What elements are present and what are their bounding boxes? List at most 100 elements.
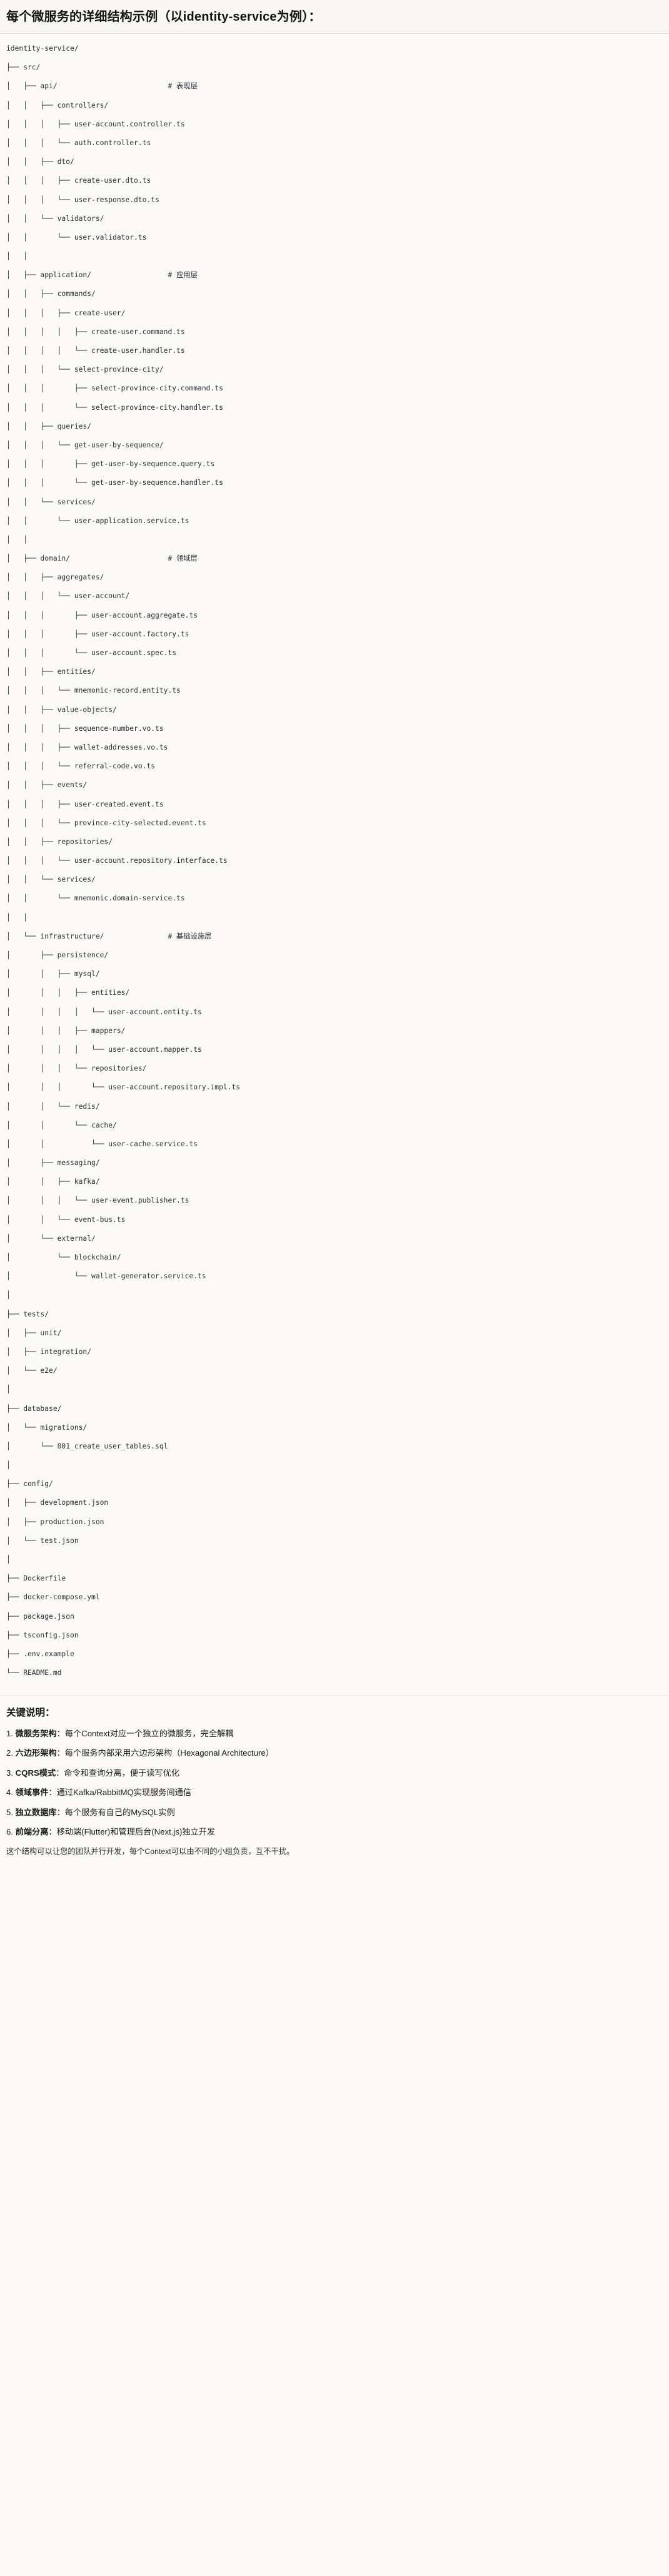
- key-note-separator: ：: [56, 1768, 64, 1778]
- tree-line: │ │ ├── queries/: [6, 422, 92, 430]
- key-note-term: CQRS模式: [15, 1768, 56, 1778]
- tree-line: │ │ └── user-cache.service.ts: [6, 1139, 198, 1148]
- tree-line: │ │: [6, 913, 28, 922]
- tree-line: │ │ │ ├── mappers/: [6, 1026, 126, 1035]
- tree-line: │ │ ├── aggregates/: [6, 573, 104, 582]
- key-note-separator: ：: [56, 1748, 65, 1758]
- tree-line: │ │ ├── kafka/: [6, 1178, 100, 1186]
- key-note-term: 领域事件: [15, 1788, 49, 1798]
- tree-line: │ └── test.json: [6, 1536, 79, 1545]
- tree-line: │ │ │ └── referral-code.vo.ts: [6, 762, 156, 771]
- key-note-description: 通过Kafka/RabbitMQ实现服务间通信: [56, 1788, 192, 1798]
- key-note-number: 5.: [6, 1807, 16, 1817]
- tree-line: │ │ │ └── repositories/: [6, 1064, 147, 1073]
- header-block: 每个微服务的详细结构示例（以identity-service为例）：: [0, 0, 669, 34]
- tree-line: │ │: [6, 252, 28, 261]
- key-note-item: 1. 微服务架构：每个Context对应一个独立的微服务，完全解耦: [6, 1728, 663, 1740]
- key-note-separator: ：: [56, 1729, 65, 1738]
- tree-line: │ │ │ └── user-account.repository.interf…: [6, 857, 228, 865]
- tree-line: │ │ │ └── user-response.dto.ts: [6, 195, 159, 204]
- tree-line: │ │ │ └── mnemonic-record.entity.ts: [6, 686, 181, 695]
- tree-line: │ ├── domain/ # 领域层: [6, 554, 198, 563]
- key-notes-title: 关键说明：: [6, 1708, 55, 1719]
- tree-line: ├── config/: [6, 1480, 53, 1489]
- tree-line: │ ├── messaging/: [6, 1159, 100, 1168]
- tree-line: └── README.md: [6, 1669, 62, 1677]
- tree-line: │ │ └── user.validator.ts: [6, 233, 147, 242]
- tree-line: │ │ ├── events/: [6, 781, 88, 790]
- tree-line: │ │ └── cache/: [6, 1121, 117, 1129]
- tree-line: │: [6, 1291, 11, 1300]
- tree-line: │: [6, 1555, 11, 1564]
- key-note-number: 3.: [6, 1768, 16, 1778]
- tree-line: │ │ ├── repositories/: [6, 837, 113, 846]
- key-note-description: 每个服务内部采用六边形架构（Hexagonal Architecture）: [64, 1748, 274, 1758]
- tree-line: │ │ │ ├── wallet-addresses.vo.ts: [6, 743, 168, 751]
- key-note-description: 每个Context对应一个独立的微服务，完全解耦: [64, 1729, 234, 1738]
- tree-line: │ │ └── mnemonic.domain-service.ts: [6, 894, 185, 903]
- tree-line: │ │ │ └── get-user-by-sequence/: [6, 440, 164, 449]
- tree-line: │ │: [6, 535, 28, 544]
- tree-line: │ └── 001_create_user_tables.sql: [6, 1442, 168, 1450]
- key-note-term: 六边形架构: [15, 1748, 57, 1758]
- tree-line: identity-service/: [6, 44, 79, 53]
- page-title: 每个微服务的详细结构示例（以identity-service为例）：: [6, 10, 321, 24]
- tree-line: │ │ ├── commands/: [6, 290, 96, 298]
- tree-line: │ │ └── services/: [6, 875, 96, 884]
- tree-line: │ │ │ │ └── user-account.mapper.ts: [6, 1045, 202, 1054]
- tree-line: │ │ └── user-application.service.ts: [6, 516, 189, 525]
- tree-line: │ │ │ └── user-account.spec.ts: [6, 649, 177, 657]
- tree-line: │ │ └── event-bus.ts: [6, 1215, 126, 1224]
- key-notes-list: 1. 微服务架构：每个Context对应一个独立的微服务，完全解耦 2. 六边形架…: [6, 1728, 663, 1839]
- tree-line: │ │ │ └── user-account.repository.impl.t…: [6, 1083, 241, 1092]
- tree-line: │ └── migrations/: [6, 1423, 88, 1432]
- tree-line: ├── package.json: [6, 1612, 74, 1621]
- tree-line: │ └── infrastructure/ # 基础设施层: [6, 932, 212, 940]
- page-root: 每个微服务的详细结构示例（以identity-service为例）： ident…: [0, 0, 669, 1868]
- tree-line: │ │ │ ├── create-user.dto.ts: [6, 176, 151, 185]
- tree-line: │ │ └── redis/: [6, 1102, 100, 1111]
- key-note-number: 1.: [6, 1729, 16, 1738]
- tree-line: │ │ │ └── select-province-city/: [6, 365, 164, 374]
- tree-line: │ │ ├── dto/: [6, 158, 74, 166]
- tree-line: ├── tests/: [6, 1310, 49, 1318]
- key-note-number: 2.: [6, 1748, 16, 1758]
- tree-line: ├── tsconfig.json: [6, 1631, 79, 1639]
- key-note-description: 每个服务有自己的MySQL实例: [64, 1807, 175, 1817]
- tree-line: ├── src/: [6, 63, 41, 72]
- key-note-item: 5. 独立数据库：每个服务有自己的MySQL实例: [6, 1806, 663, 1819]
- tree-line: │ │ │ ├── user-account.factory.ts: [6, 629, 189, 638]
- key-note-term: 前端分离: [15, 1827, 49, 1837]
- tree-line: │ │ │ │ ├── create-user.command.ts: [6, 327, 185, 336]
- key-note-separator: ：: [48, 1827, 57, 1837]
- key-note-separator: ：: [56, 1807, 65, 1817]
- tree-line: │ │ │ └── auth.controller.ts: [6, 138, 151, 147]
- key-notes-block: 关键说明： 1. 微服务架构：每个Context对应一个独立的微服务，完全解耦 2…: [0, 1696, 669, 1868]
- tree-line: │ │ └── services/: [6, 497, 96, 506]
- tree-line: │ │ │ │ └── create-user.handler.ts: [6, 347, 185, 355]
- directory-tree-body: identity-service/ ├── src/ │ ├── api/ # …: [6, 44, 663, 1677]
- tree-line: │: [6, 1385, 11, 1394]
- key-note-item: 3. CQRS模式：命令和查询分离，便于读写优化: [6, 1767, 663, 1779]
- tree-line: │ └── e2e/: [6, 1367, 58, 1375]
- tree-line: │ │ │ ├── get-user-by-sequence.query.ts: [6, 460, 215, 469]
- tree-line: │: [6, 1461, 11, 1470]
- tree-line: ├── docker-compose.yml: [6, 1593, 100, 1602]
- tree-line: ├── database/: [6, 1404, 62, 1413]
- tree-line: │ ├── integration/: [6, 1347, 92, 1356]
- key-note-number: 4.: [6, 1788, 16, 1798]
- tree-line: │ ├── unit/: [6, 1328, 62, 1337]
- tree-line: │ ├── api/ # 表现层: [6, 82, 198, 91]
- tree-line: │ │ │ └── get-user-by-sequence.handler.t…: [6, 479, 223, 487]
- key-note-item: 6. 前端分离：移动端(Flutter)和管理后台(Next.js)独立开发: [6, 1826, 663, 1838]
- key-note-item: 4. 领域事件：通过Kafka/RabbitMQ实现服务间通信: [6, 1786, 663, 1799]
- key-note-separator: ：: [48, 1788, 57, 1798]
- tree-line: │ │ └── validators/: [6, 214, 104, 223]
- tree-line: │ └── external/: [6, 1234, 96, 1243]
- tree-line: │ └── wallet-generator.service.ts: [6, 1272, 206, 1281]
- key-note-item: 2. 六边形架构：每个服务内部采用六边形架构（Hexagonal Archite…: [6, 1747, 663, 1759]
- tree-line: │ │ ├── controllers/: [6, 101, 109, 109]
- tree-line: │ │ │ ├── select-province-city.command.t…: [6, 384, 223, 393]
- tree-line: │ │ │ ├── user-account.aggregate.ts: [6, 611, 198, 619]
- key-note-description: 命令和查询分离，便于读写优化: [64, 1768, 179, 1778]
